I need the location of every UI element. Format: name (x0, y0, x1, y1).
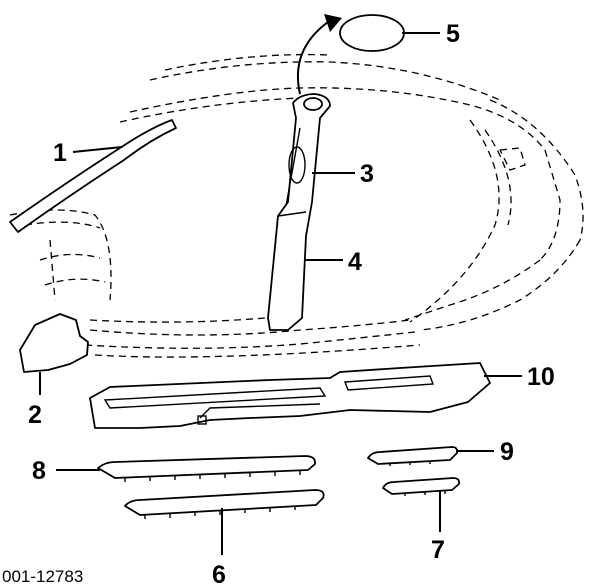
callout-1: 1 (53, 139, 67, 167)
part-2-lower-front-trim-panel (19, 313, 89, 373)
callout-3: 3 (360, 160, 374, 188)
callout-6: 6 (212, 561, 226, 588)
callout-8: 8 (32, 457, 46, 485)
vehicle-body-outline (9, 53, 584, 358)
part-5-removal-arrow (296, 21, 329, 95)
callout-labels: 1 2 3 4 5 6 7 8 9 10 (28, 20, 555, 588)
leader-lines (39, 32, 522, 555)
part-1-windshield-pillar-trim (9, 119, 177, 233)
callout-7: 7 (431, 536, 445, 564)
callout-4: 4 (348, 248, 362, 276)
part-9-upper-rear-sill-strip (367, 446, 459, 466)
part-5-pillar-cap (339, 14, 405, 52)
part-3-4-center-pillar-trim (267, 93, 331, 331)
callout-5: 5 (446, 20, 460, 48)
callout-10: 10 (527, 363, 555, 391)
figure-id: 001-12783 (2, 567, 83, 586)
part-6-lower-sill-strip (124, 489, 325, 519)
callout-2: 2 (28, 401, 42, 429)
part-5-arrowhead (324, 14, 342, 32)
part-7-lower-rear-sill-strip (382, 477, 461, 496)
part-10-rocker-sill-panel (89, 362, 491, 429)
callout-9: 9 (500, 438, 514, 466)
part-8-upper-sill-strip (97, 455, 316, 482)
